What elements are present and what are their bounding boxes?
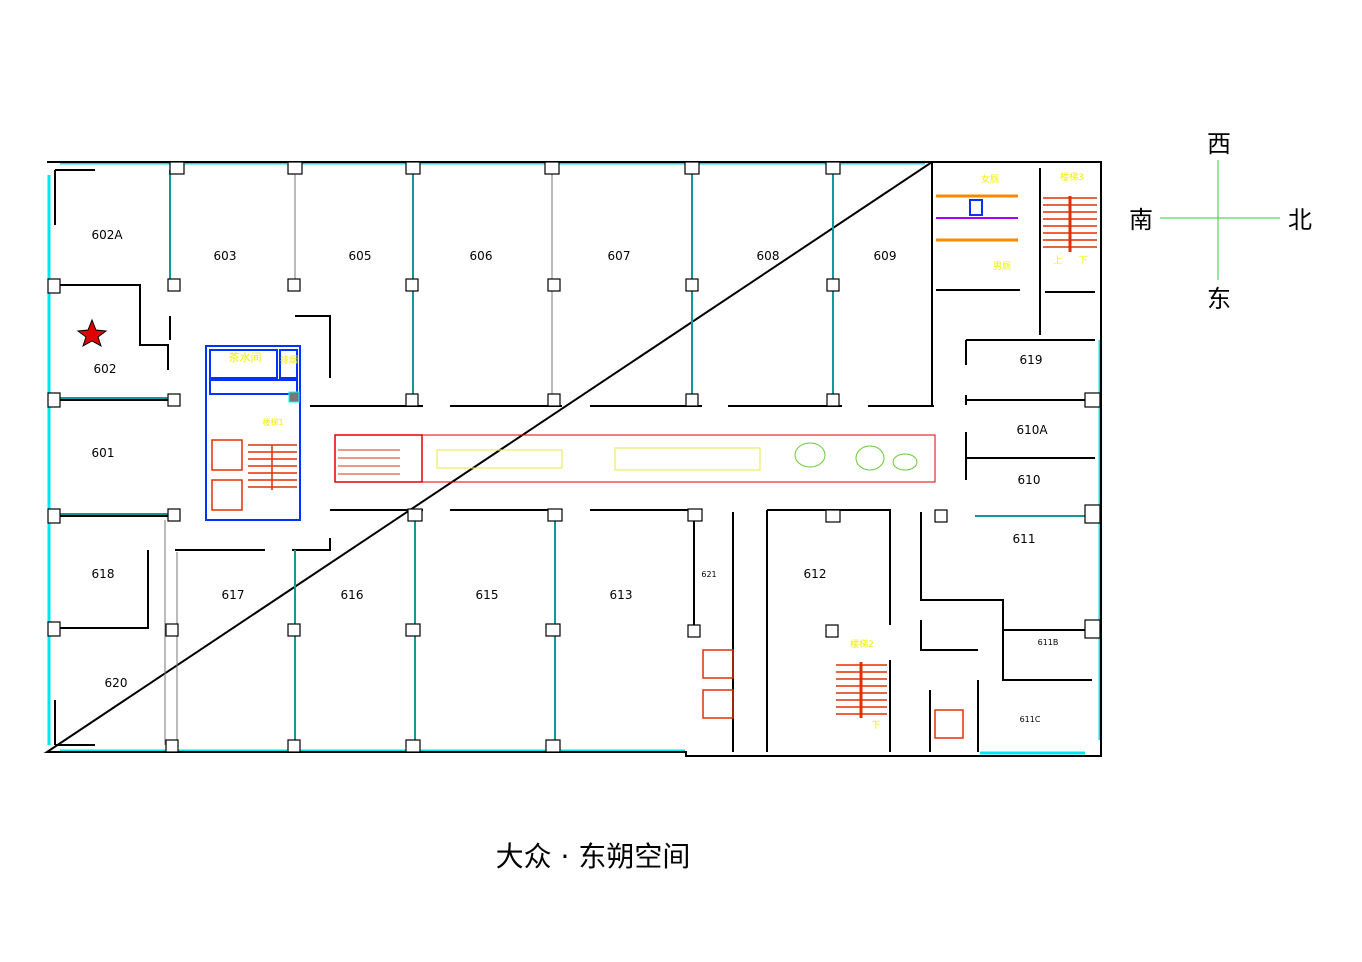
room-617[interactable]: 617 xyxy=(222,588,245,602)
room-616[interactable]: 616 xyxy=(341,588,364,602)
womens-wc-label: 女厕 xyxy=(981,173,999,185)
top-rooms xyxy=(55,168,934,407)
smoke-exhaust-label: 排烟 xyxy=(280,354,298,366)
room-602[interactable]: 602 xyxy=(94,362,117,376)
room-613[interactable]: 613 xyxy=(610,588,633,602)
stair2-label: 楼梯2 xyxy=(850,638,874,650)
compass-south: 南 xyxy=(1129,206,1153,234)
stair3-up-label: 上 xyxy=(1053,255,1062,266)
room-615[interactable]: 615 xyxy=(476,588,499,602)
room-606[interactable]: 606 xyxy=(470,249,493,263)
room-611B[interactable]: 611B xyxy=(1038,638,1059,647)
room-603[interactable]: 603 xyxy=(214,249,237,263)
bottom-rooms xyxy=(55,168,1095,752)
mens-wc-label: 男厕 xyxy=(993,261,1011,272)
location-star-icon xyxy=(76,318,108,348)
stair3-label: 楼梯3 xyxy=(1060,171,1084,183)
corridor-furniture xyxy=(334,434,936,483)
columns xyxy=(47,161,1101,753)
room-601[interactable]: 601 xyxy=(92,446,115,460)
service-core xyxy=(205,345,301,521)
room-611C[interactable]: 611C xyxy=(1020,715,1041,724)
stair2-down-label: 下 xyxy=(871,721,880,731)
tea-room-label: 茶水间 xyxy=(229,351,262,364)
compass: 西 南 北 东 xyxy=(1129,130,1312,313)
restroom-fixtures xyxy=(936,194,1018,242)
room-607[interactable]: 607 xyxy=(608,249,631,263)
compass-west: 西 xyxy=(1207,130,1231,158)
room-619[interactable]: 619 xyxy=(1020,353,1043,367)
room-602A[interactable]: 602A xyxy=(91,228,123,242)
room-610[interactable]: 610 xyxy=(1018,473,1041,487)
stair3-down-label: 下 xyxy=(1078,256,1087,266)
room-620[interactable]: 620 xyxy=(105,676,128,690)
stair1-label: 楼梯1 xyxy=(262,417,283,427)
compass-east: 东 xyxy=(1207,285,1231,313)
room-610A[interactable]: 610A xyxy=(1016,423,1048,437)
room-618[interactable]: 618 xyxy=(92,567,115,581)
room-611[interactable]: 611 xyxy=(1013,532,1036,546)
stairs xyxy=(702,196,1097,739)
room-labels: 602A 603 605 606 607 608 609 602 601 618… xyxy=(91,228,1058,724)
room-609[interactable]: 609 xyxy=(874,249,897,263)
room-621[interactable]: 621 xyxy=(701,570,716,579)
facility-labels: 茶水间 排烟 楼梯1 楼梯2 楼梯3 女厕 男厕 上 下 下 xyxy=(229,171,1088,731)
compass-north: 北 xyxy=(1288,206,1312,234)
room-605[interactable]: 605 xyxy=(349,249,372,263)
room-612[interactable]: 612 xyxy=(804,567,827,581)
plan-title: 大众 · 东朔空间 xyxy=(496,840,691,873)
room-608[interactable]: 608 xyxy=(757,249,780,263)
